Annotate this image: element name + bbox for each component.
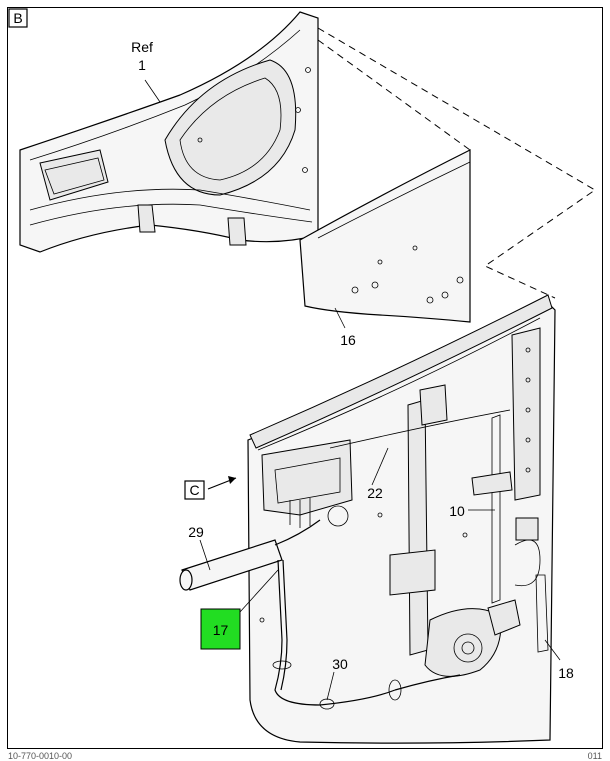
view-label: B [13,10,22,26]
callout-29: 29 [188,524,204,540]
footer-page-ref: 011 [587,751,602,761]
callout-18: 18 [558,665,574,681]
callout-30: 30 [332,656,348,672]
door-inner-panel [247,294,556,744]
callout-10: 10 [449,503,465,519]
projection-line-top [317,27,596,299]
highlighted-callout-box[interactable] [200,608,241,650]
cab-panel-part-1 [19,11,319,253]
footer-doc-number: 10-770-0010-00 [8,751,73,761]
projection-line-inner [317,39,471,151]
view-label-box [8,8,28,28]
callout-22: 22 [367,485,383,501]
leader-lines [144,79,561,701]
callout-1: 1 [138,57,146,73]
callout-16: 16 [340,332,356,348]
detail-ref-box [184,480,205,500]
callout-17: 17 [213,622,229,638]
sleeve-part-29 [179,539,283,591]
callout-ref-text: Ref [131,39,153,55]
harness-part-17 [272,519,461,710]
detail-ref-label: C [189,482,199,498]
insulation-pad-part-16 [299,149,471,323]
drawing-frame [7,7,603,749]
